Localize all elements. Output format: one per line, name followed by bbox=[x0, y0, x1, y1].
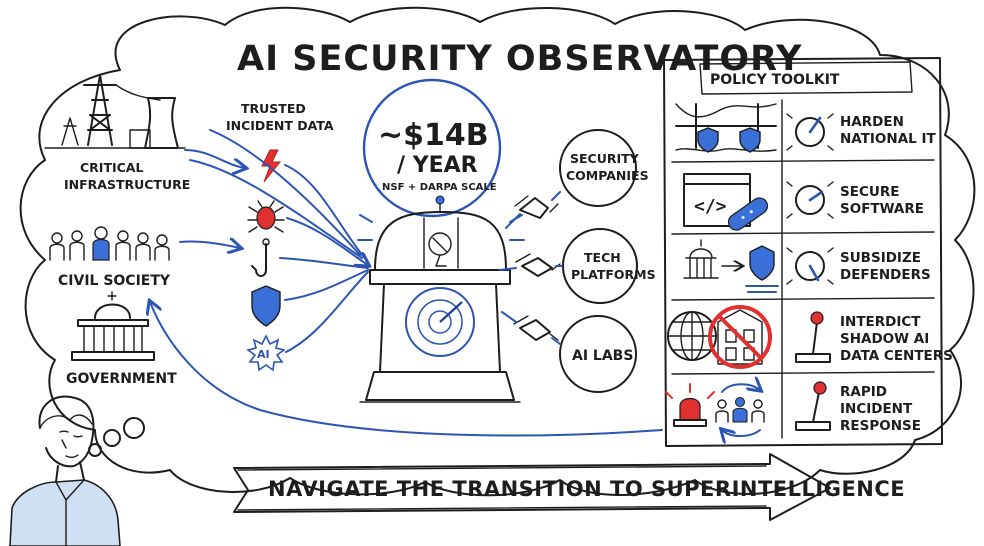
budget-amount: ~$14B bbox=[378, 118, 489, 153]
civil-society-label: CIVIL SOCIETY bbox=[58, 273, 171, 289]
policy-toolkit-title: POLICY TOOLKIT bbox=[710, 72, 840, 88]
bridge-icon bbox=[675, 103, 777, 153]
dial-icon-3 bbox=[786, 247, 834, 285]
observatory-building-icon bbox=[357, 195, 525, 403]
code-window-glyph: </> bbox=[694, 196, 727, 217]
toolkit-item-harden-line1: HARDEN bbox=[840, 114, 904, 130]
globe-no-datacenter-icon bbox=[667, 305, 772, 369]
code-window-icon: </> bbox=[683, 173, 769, 231]
critical-infrastructure-label: CRITICAL bbox=[80, 160, 143, 175]
handshake-icon-security bbox=[505, 191, 561, 229]
partner-tech-label-2: PLATFORMS bbox=[571, 267, 656, 282]
lever-icon-1 bbox=[795, 311, 831, 363]
budget-bubble bbox=[362, 78, 502, 218]
handshake-icon-tech bbox=[499, 253, 563, 277]
toolkit-item-subsidize-line1: SUBSIDIZE bbox=[840, 250, 921, 266]
banner-text: NAVIGATE THE TRANSITION TO SUPERINTELLIG… bbox=[268, 477, 905, 501]
dial-icon-1 bbox=[786, 113, 834, 151]
toolkit-item-rapid-line1: RAPID bbox=[840, 384, 887, 400]
partner-bubble-ailabs bbox=[559, 315, 637, 393]
handshake-icon-ailabs bbox=[501, 311, 561, 345]
thought-cloud bbox=[19, 6, 976, 497]
dial-icon-2 bbox=[786, 181, 834, 219]
lever-icon-2 bbox=[795, 381, 831, 431]
incident-data-flow-lines bbox=[189, 129, 368, 353]
trusted-label: TRUSTED bbox=[241, 101, 306, 116]
trusted-label-2: INCIDENT DATA bbox=[226, 118, 334, 133]
toolkit-item-subsidize-line2: DEFENDERS bbox=[840, 267, 931, 283]
alarm-team-icon bbox=[665, 384, 765, 436]
budget-note: NSF + DARPA SCALE bbox=[382, 182, 497, 193]
toolkit-item-secure-line1: SECURE bbox=[840, 184, 899, 200]
ai-badge-text: AI bbox=[257, 348, 270, 361]
toolkit-item-rapid-line2: INCIDENT bbox=[840, 401, 913, 417]
critical-infrastructure-icon bbox=[44, 74, 186, 149]
critical-infrastructure-label-2: INFRASTRUCTURE bbox=[64, 177, 190, 192]
arrow-critical-to-inputs bbox=[184, 149, 245, 168]
partner-security-label-2: COMPANIES bbox=[566, 168, 649, 183]
budget-per-year: / YEAR bbox=[397, 153, 478, 178]
arrow-civil-to-inputs bbox=[179, 241, 240, 248]
thought-bubble-large bbox=[123, 417, 145, 439]
toolkit-item-interdict-line2: SHADOW AI bbox=[840, 331, 929, 347]
toolkit-item-interdict-line1: INTERDICT bbox=[840, 314, 921, 330]
ai-chip-icon: AI bbox=[246, 334, 286, 372]
thinking-person-illustration bbox=[9, 395, 121, 546]
thought-bubble-medium bbox=[103, 429, 121, 447]
civil-society-people-icon bbox=[49, 226, 170, 261]
partner-security-label: SECURITY bbox=[570, 151, 640, 166]
partner-ailabs-label: AI LABS bbox=[572, 348, 633, 364]
partner-tech-label: TECH bbox=[584, 250, 621, 265]
partner-bubble-security bbox=[559, 129, 637, 207]
bug-icon bbox=[247, 200, 285, 233]
fishhook-icon bbox=[251, 238, 270, 277]
government-label: GOVERNMENT bbox=[66, 371, 177, 387]
toolkit-item-harden-line2: NATIONAL IT bbox=[840, 131, 936, 147]
toolkit-item-rapid-line3: RESPONSE bbox=[840, 418, 921, 434]
feedback-arrow bbox=[150, 302, 663, 437]
government-building-icon bbox=[71, 291, 155, 361]
shield-icon bbox=[251, 285, 281, 327]
partners-group: SECURITY COMPANIES TECH PLATFORMS AI LAB… bbox=[559, 129, 656, 393]
capitol-to-shield-icon bbox=[683, 239, 779, 293]
toolkit-item-interdict-line3: DATA CENTERS bbox=[840, 348, 953, 364]
partner-bubble-tech bbox=[562, 228, 638, 304]
toolkit-item-secure-line2: SOFTWARE bbox=[840, 201, 924, 217]
banner-arrow[interactable] bbox=[233, 453, 831, 521]
lightning-icon bbox=[261, 149, 282, 183]
policy-toolkit-panel: POLICY TOOLKIT HARDEN NATIONAL IT </> bbox=[663, 57, 953, 447]
